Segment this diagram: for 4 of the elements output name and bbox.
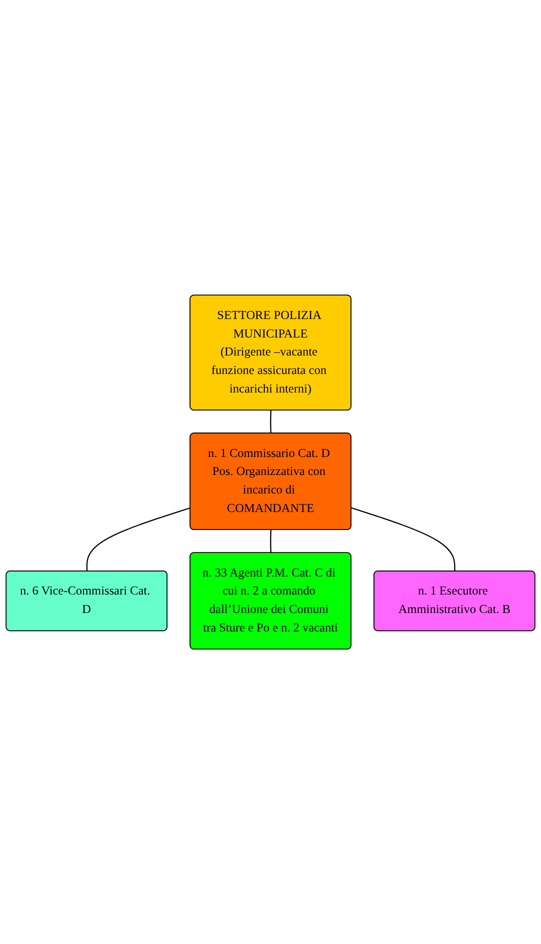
connector <box>270 530 272 553</box>
connector <box>270 410 272 434</box>
connector <box>86 507 191 572</box>
connector <box>351 507 456 572</box>
